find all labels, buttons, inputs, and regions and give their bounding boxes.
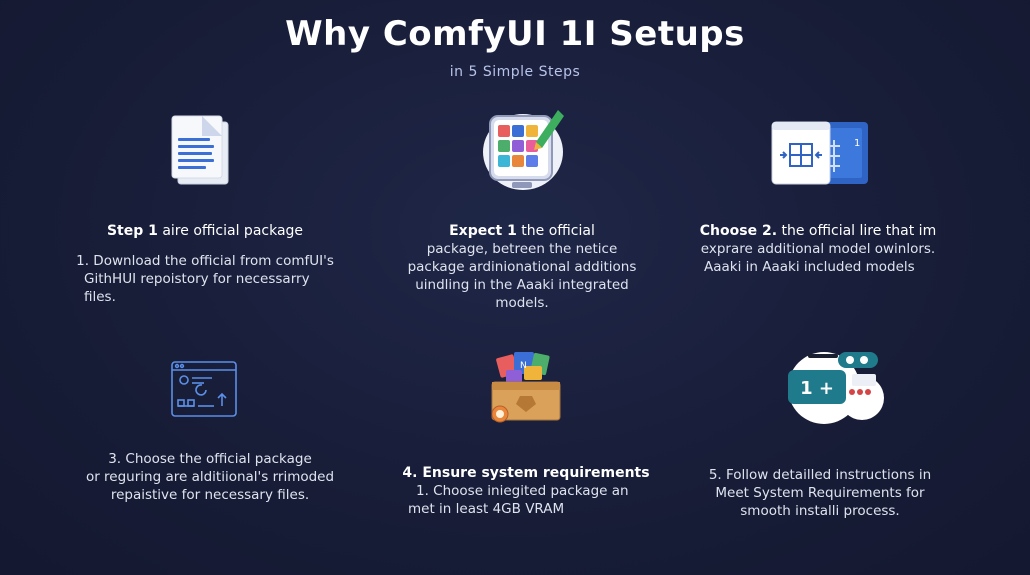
step-card-1-text: Step 1 aire official package 1. Download… [60,222,350,306]
step-line: 1. Download the official from comfUI's [76,253,334,269]
page-title: Why ComfyUI 1I Setups [285,14,745,54]
browser-window-icon [171,361,237,417]
step-line: GithHUI repoistory for necessarry [84,271,310,287]
step-card-3-text: Choose 2. the official lire that im expr… [668,222,968,276]
step-line: files. [84,289,116,305]
step-line: smooth installi process. [740,503,900,519]
step-line: package, betreen the netice [426,241,618,257]
page-subtitle: in 5 Simple Steps [449,64,581,80]
step-heading: Choose 2. the official lire that im [699,223,937,239]
step-card-2-text: Expect 1 the official package, betreen t… [372,222,672,312]
step-line: package ardinionational additions [407,259,637,275]
toolbox-icon: N [491,352,561,423]
step-line: exprare additional model owinlors. [700,241,936,257]
step-line: repaistive for necessary files. [110,487,310,503]
step-card-5-text: 4. Ensure system requirements 1. Choose … [376,464,676,518]
step-line: 3. Choose the official package [108,451,312,467]
step-line: 5. Follow detailled instructions in [708,467,932,483]
document-icon [171,115,229,185]
step-heading: Step 1 aire official package [106,223,304,239]
step-card-4-text: 3. Choose the official package or reguri… [60,450,360,504]
step-line: models. [495,295,549,311]
step-line: Aaaki in Aaaki included models [704,259,915,275]
step-line: or reguring are alditiional's rrimoded [85,469,335,485]
svg-text:1: 1 [854,138,860,149]
badge-text: 1 + [800,378,834,399]
step-heading: Expect 1 the official [449,223,595,239]
step-line: 1. Choose iniegited package an [416,483,629,499]
instructions-badge-icon: 1 + [788,352,884,424]
step-line: Meet System Requirements for [715,485,925,501]
palette-apps-icon [483,110,564,190]
step-heading: 4. Ensure system requirements [402,465,650,481]
step-line: uindling in the Aaaki integrated [415,277,629,293]
step-card-6-text: 5. Follow detailled instructions in Meet… [670,466,970,520]
step-line: met in least 4GB VRAM [408,501,565,517]
svg-text:N: N [520,361,527,371]
grid-window-icon: 1 [771,121,868,185]
